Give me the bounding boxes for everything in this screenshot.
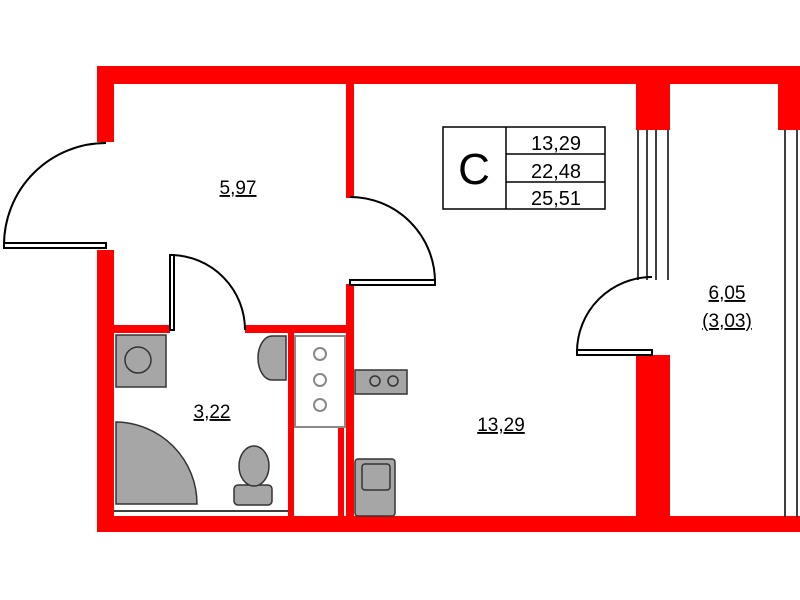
bathroom-area: 3,22	[194, 402, 231, 423]
shaft	[294, 335, 346, 428]
total-area-value: 25,51	[531, 188, 581, 210]
stove-icon	[354, 369, 408, 395]
doors	[3, 142, 653, 356]
fixtures	[115, 334, 408, 517]
summary-table	[442, 126, 606, 210]
balcony-area: 6,05	[709, 283, 746, 304]
living-area-value: 13,29	[531, 133, 581, 155]
toilet-tank-icon	[233, 484, 273, 506]
window-balcony	[114, 130, 798, 517]
shower-tray-icon	[115, 421, 198, 505]
balcony-reduced-area: (3,03)	[702, 311, 752, 332]
area-without-balcony-value: 22,48	[531, 161, 581, 183]
apartment-type-label: С	[458, 145, 490, 194]
main-room-area: 13,29	[477, 415, 525, 436]
toilet-bowl-icon	[238, 445, 270, 487]
walls	[97, 66, 800, 532]
hall-area: 5,97	[220, 178, 257, 199]
sink-icon	[257, 335, 287, 381]
